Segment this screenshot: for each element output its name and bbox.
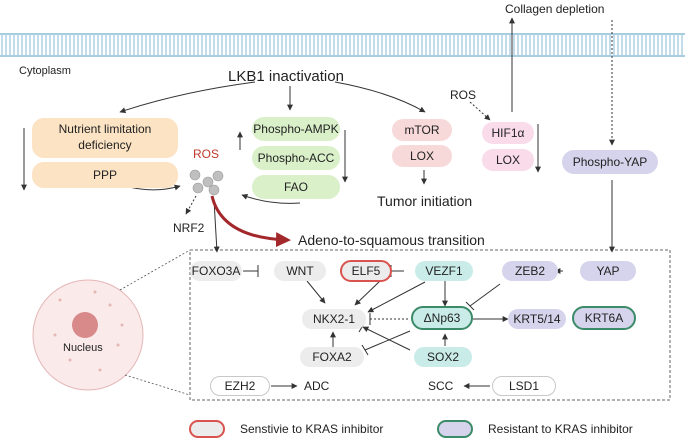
legend-resistant-label: Resistant to KRAS inhibitor <box>488 422 633 436</box>
nrf2-label: NRF2 <box>173 221 205 235</box>
fao-node: FAO <box>252 175 340 199</box>
dnp63-node: ΔNp63 <box>411 306 473 330</box>
lox-node-1: LOX <box>392 145 452 167</box>
nkx2-node: NKX2-1 <box>302 309 366 329</box>
vezf1-node: VEZF1 <box>415 261 473 281</box>
cytoplasm-label: Cytoplasm <box>19 65 71 77</box>
foxo3a-node: FOXO3A <box>190 261 242 281</box>
phospho-ampk-node: Phospho-AMPK <box>252 117 340 141</box>
krt6a-node: KRT6A <box>572 306 636 330</box>
lox-node-2: LOX <box>482 149 534 171</box>
phospho-yap-node: Phospho-YAP <box>562 150 658 174</box>
ros-molecules <box>189 169 224 196</box>
ezh2-node: EZH2 <box>210 376 270 396</box>
legend-sensitive-swatch <box>189 420 225 438</box>
lsd1-node: LSD1 <box>492 376 556 396</box>
wnt-node: WNT <box>274 261 326 281</box>
krt514-node: KRT5/14 <box>508 309 566 329</box>
legend-resistant-swatch <box>437 420 473 438</box>
scc-label: SCC <box>428 379 454 393</box>
nucleus-label: Nucleus <box>63 342 103 354</box>
ppp-node: PPP <box>32 162 178 188</box>
ros-upper-label: ROS <box>450 88 477 102</box>
elf5-node: ELF5 <box>340 260 392 282</box>
nucleus-cell <box>32 249 191 396</box>
cell-membrane <box>0 33 685 57</box>
transition-label: Adeno-to-squamous transition <box>298 232 485 248</box>
sox2-node: SOX2 <box>414 347 472 367</box>
ros-center-label: ROS <box>193 147 220 161</box>
tumor-initiation-label: Tumor initiation <box>377 193 473 209</box>
nutrient-node: Nutrient limitation deficiency <box>32 118 178 158</box>
collagen-depletion-label: Collagen depletion <box>505 2 605 16</box>
hif1a-node: HIF1α <box>482 122 534 144</box>
phospho-acc-node: Phospho-ACC <box>252 146 340 170</box>
zeb2-node: ZEB2 <box>502 261 558 281</box>
foxa2-node: FOXA2 <box>300 347 364 367</box>
legend-sensitive-label: Senstivie to KRAS inhibitor <box>240 422 384 436</box>
nuclear-zoom-box <box>189 249 671 401</box>
transition-arrow <box>210 195 291 248</box>
adc-label: ADC <box>304 379 330 393</box>
yap-node: YAP <box>580 261 636 281</box>
lkb1-label: LKB1 inactivation <box>228 68 344 85</box>
mtor-node: mTOR <box>392 119 452 141</box>
